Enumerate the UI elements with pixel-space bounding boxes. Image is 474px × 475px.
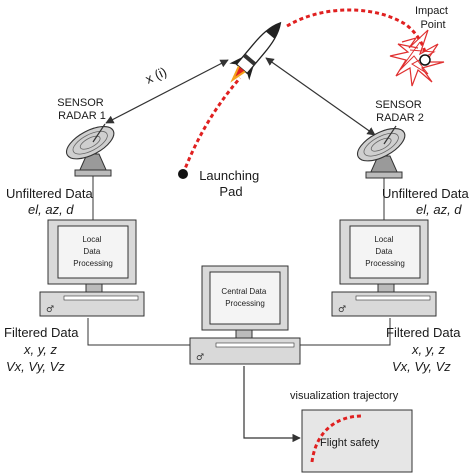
- filtered-right-xyz: x, y, z: [411, 342, 445, 357]
- range-vector-label: x (i): [143, 64, 169, 87]
- unfiltered-left-label: Unfiltered Data: [6, 186, 93, 201]
- launching-pad-label: Launching Pad: [199, 168, 263, 199]
- sensor2-label: SENSOR RADAR 2: [375, 99, 425, 124]
- svg-text:♂: ♂: [338, 305, 346, 315]
- sensor1-label: SENSOR RADAR 1: [57, 97, 107, 122]
- svg-text:♂: ♂: [46, 305, 54, 315]
- computer2-to-central-line: [300, 318, 391, 346]
- missile-icon: [229, 21, 282, 83]
- launch-pad-dot-icon: [178, 169, 188, 179]
- central-to-visualization-arrow: [243, 366, 301, 443]
- filtered-left-v: Vx, Vy, Vz: [6, 359, 65, 374]
- computer1-to-central-line: [87, 318, 190, 346]
- local2-text: Local Data Processing: [365, 235, 405, 268]
- range-arrow-radar2: [265, 57, 376, 136]
- range-arrow-radar1: [105, 59, 229, 124]
- local1-text: Local Data Processing: [73, 235, 113, 268]
- unfiltered-right-vars: el, az, d: [416, 202, 462, 217]
- filtered-left-label: Filtered Data: [4, 325, 79, 340]
- trajectory-descent: [286, 8, 427, 53]
- flight-safety-label: Flight safety: [320, 437, 380, 449]
- radar-dish-icon: [65, 123, 115, 177]
- computer-icon: ♂: [39, 219, 145, 317]
- central-text: Central Data Processing: [221, 287, 268, 308]
- visualization-title: visualization trajectory: [290, 390, 399, 402]
- impact-point-label: Impact Point: [415, 5, 451, 31]
- radar-dish-icon: [356, 125, 406, 179]
- trajectory-ascent: [181, 77, 242, 175]
- filtered-left-xyz: x, y, z: [23, 342, 57, 357]
- svg-text:♂: ♂: [196, 353, 204, 363]
- visualization-panel: [301, 409, 413, 473]
- computer-icon: ♂: [331, 219, 437, 317]
- filtered-right-v: Vx, Vy, Vz: [392, 359, 451, 374]
- visualization-trajectory-curve: [310, 414, 363, 463]
- impact-burst-icon: [389, 29, 445, 87]
- computer-icon: ♂: [189, 265, 301, 365]
- unfiltered-left-vars: el, az, d: [28, 202, 74, 217]
- filtered-right-label: Filtered Data: [386, 325, 461, 340]
- unfiltered-right-label: Unfiltered Data: [382, 186, 469, 201]
